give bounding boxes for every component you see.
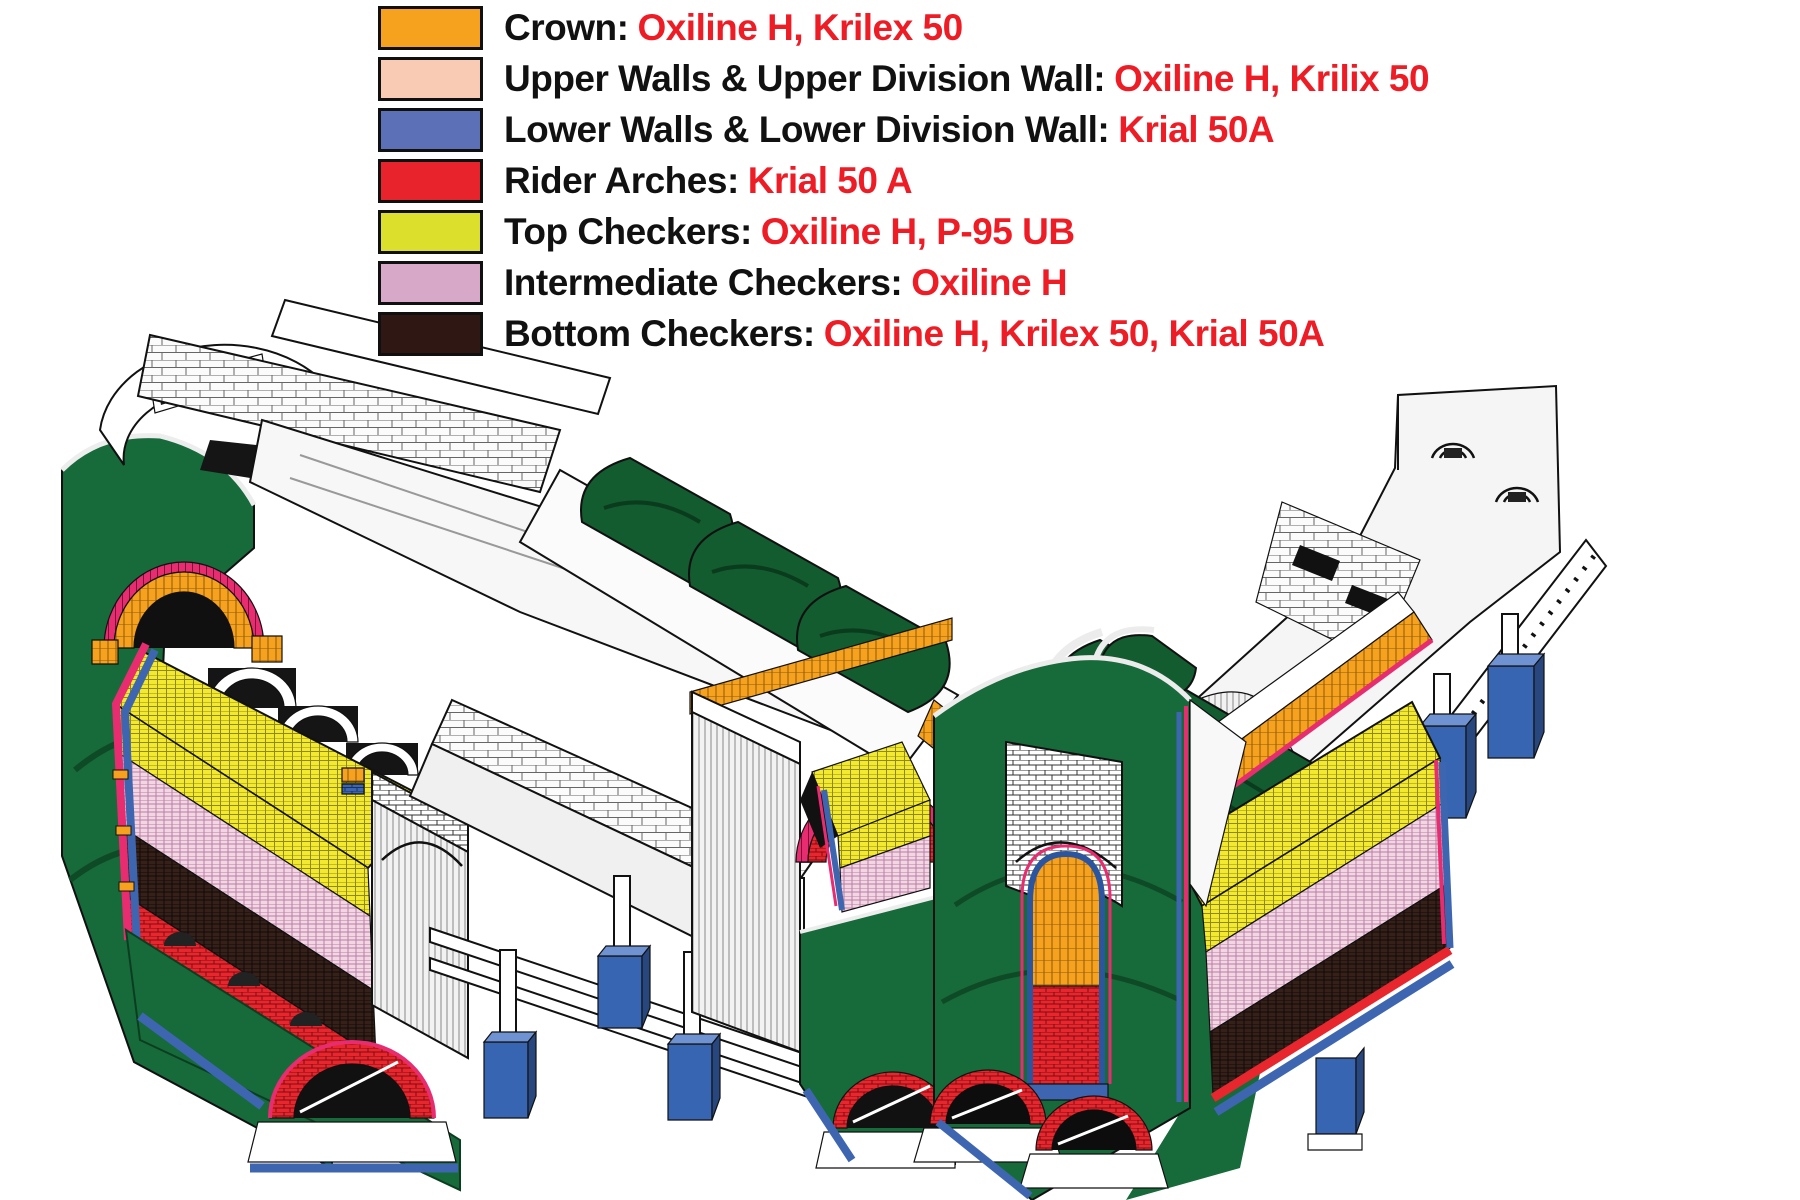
legend-item-upper-walls: Upper Walls & Upper Division Wall: Oxili… xyxy=(378,56,1430,101)
support-pier xyxy=(1307,1046,1365,1151)
bottom-checkers-swatch xyxy=(378,311,483,356)
legend-item-top-checkers: Top Checkers: Oxiline H, P-95 UB xyxy=(378,209,1429,254)
legend-item-bottom-checkers: Bottom Checkers: Oxiline H, Krilex 50, K… xyxy=(378,311,1429,356)
crown-band-orange xyxy=(689,617,953,715)
flue-arch xyxy=(1019,1095,1169,1189)
legend-item-crown: Crown: Oxiline H, Krilex 50 xyxy=(378,5,1429,50)
legend-material-label: Oxiline H, Krilex 50 xyxy=(637,6,963,48)
right-furnace-illustration xyxy=(913,384,1608,1200)
crown-swatch xyxy=(378,5,483,50)
division-wall-hatched xyxy=(341,767,469,1060)
end-wall-green xyxy=(913,655,1192,1200)
top-checkers-swatch xyxy=(378,209,483,254)
legend-part-label: Intermediate Checkers: xyxy=(504,261,903,303)
legend-item-lower-walls: Lower Walls & Lower Division Wall: Krial… xyxy=(378,107,1429,152)
legend-item-rider-arches: Rider Arches: Krial 50 A xyxy=(378,158,1429,203)
legend-material-label: Krial 50A xyxy=(1118,108,1275,150)
flue-arch-left xyxy=(124,928,461,1192)
legend-material-label: Oxiline H, Krilex 50, Krial 50A xyxy=(823,312,1325,354)
support-pier xyxy=(596,944,652,1029)
legend-material-label: Krial 50 A xyxy=(747,159,913,201)
furnace-illustrations xyxy=(60,298,1608,1200)
upper-walls-swatch xyxy=(378,56,483,101)
legend-part-label: Lower Walls & Lower Division Wall: xyxy=(504,108,1110,150)
lower-wall-trim xyxy=(111,642,159,947)
legend-part-label: Upper Walls & Upper Division Wall: xyxy=(504,57,1106,99)
support-pier xyxy=(666,1032,722,1121)
legend-item-intermediate-checkers: Intermediate Checkers: Oxiline H xyxy=(378,260,1429,305)
legend-part-label: Crown: xyxy=(504,6,629,48)
right-regenerator xyxy=(691,690,963,1169)
top-deck xyxy=(136,298,612,494)
regenerator-crown-arch xyxy=(91,561,283,665)
legend-material-label: Oxiline H, P-95 UB xyxy=(760,210,1075,252)
rider-arches-swatch xyxy=(378,158,483,203)
legend-part-label: Top Checkers: xyxy=(504,210,752,252)
wall-stack-gap xyxy=(1189,698,1247,908)
checker-stack xyxy=(1126,700,1455,1200)
legend-material-label: Oxiline H, Krilix 50 xyxy=(1114,57,1430,99)
legend-part-label: Bottom Checkers: xyxy=(504,312,815,354)
support-pier xyxy=(482,1030,538,1119)
legend-part-label: Rider Arches: xyxy=(504,159,739,201)
left-furnace-illustration xyxy=(60,298,963,1192)
legend-material-label: Oxiline H xyxy=(911,261,1068,303)
port-roofs xyxy=(518,456,960,774)
support-pier xyxy=(1486,613,1546,759)
lower-walls-swatch xyxy=(378,107,483,152)
legend: Crown: Oxiline H, Krilex 50 Upper Walls … xyxy=(378,5,1430,362)
intermediate-checkers-swatch xyxy=(378,260,483,305)
